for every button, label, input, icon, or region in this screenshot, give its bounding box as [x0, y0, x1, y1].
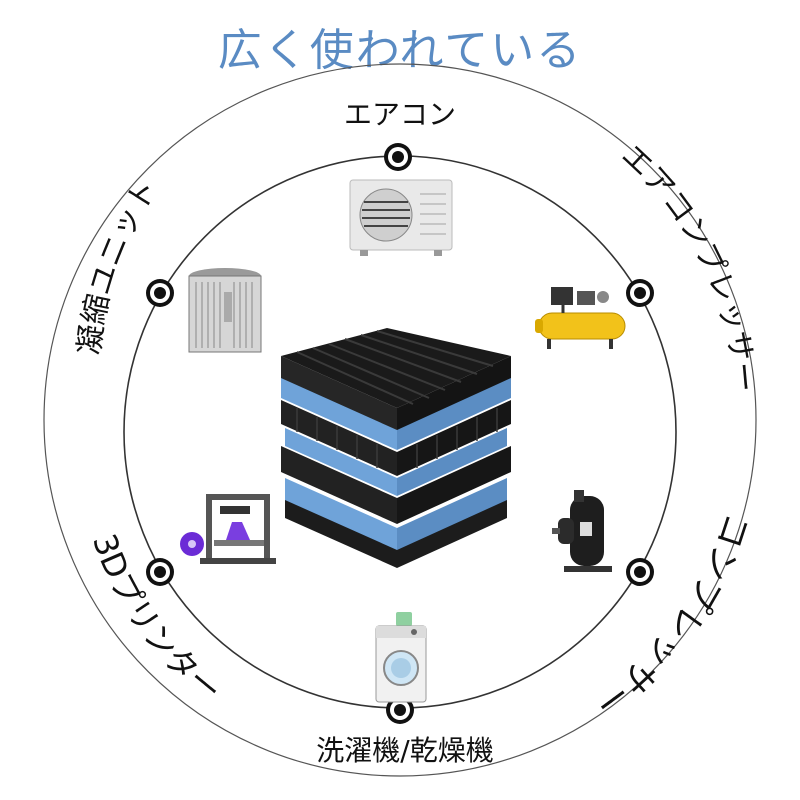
label-bottom-right: コンプレッサー	[586, 508, 757, 724]
label-top: エアコン	[344, 98, 456, 131]
marker-top-left	[146, 279, 174, 307]
marker-top	[384, 143, 412, 171]
label-top-right: エアコンプレッサー	[614, 138, 762, 394]
marker-bottom-left	[146, 558, 174, 586]
label-bottom: 洗濯機/乾燥機	[316, 734, 493, 767]
compressor-icon	[552, 490, 612, 572]
ring-markers	[146, 143, 654, 724]
marker-bottom-right	[626, 558, 654, 586]
anti-vibration-pads-icon	[281, 328, 511, 568]
page-title: 広く使われている	[217, 25, 583, 76]
outer-ring	[43, 63, 757, 777]
marker-top-right	[626, 279, 654, 307]
air-conditioner-icon	[349, 179, 453, 256]
3d-printer-icon	[180, 494, 276, 564]
air-compressor-icon	[535, 287, 626, 349]
condensing-unit-icon	[188, 268, 262, 353]
label-top-right-arc: エアコンプレッサー	[614, 138, 762, 394]
washing-machine-icon	[375, 612, 427, 703]
marker-bottom	[386, 696, 414, 724]
label-bottom-right-arc: コンプレッサー	[586, 508, 757, 724]
